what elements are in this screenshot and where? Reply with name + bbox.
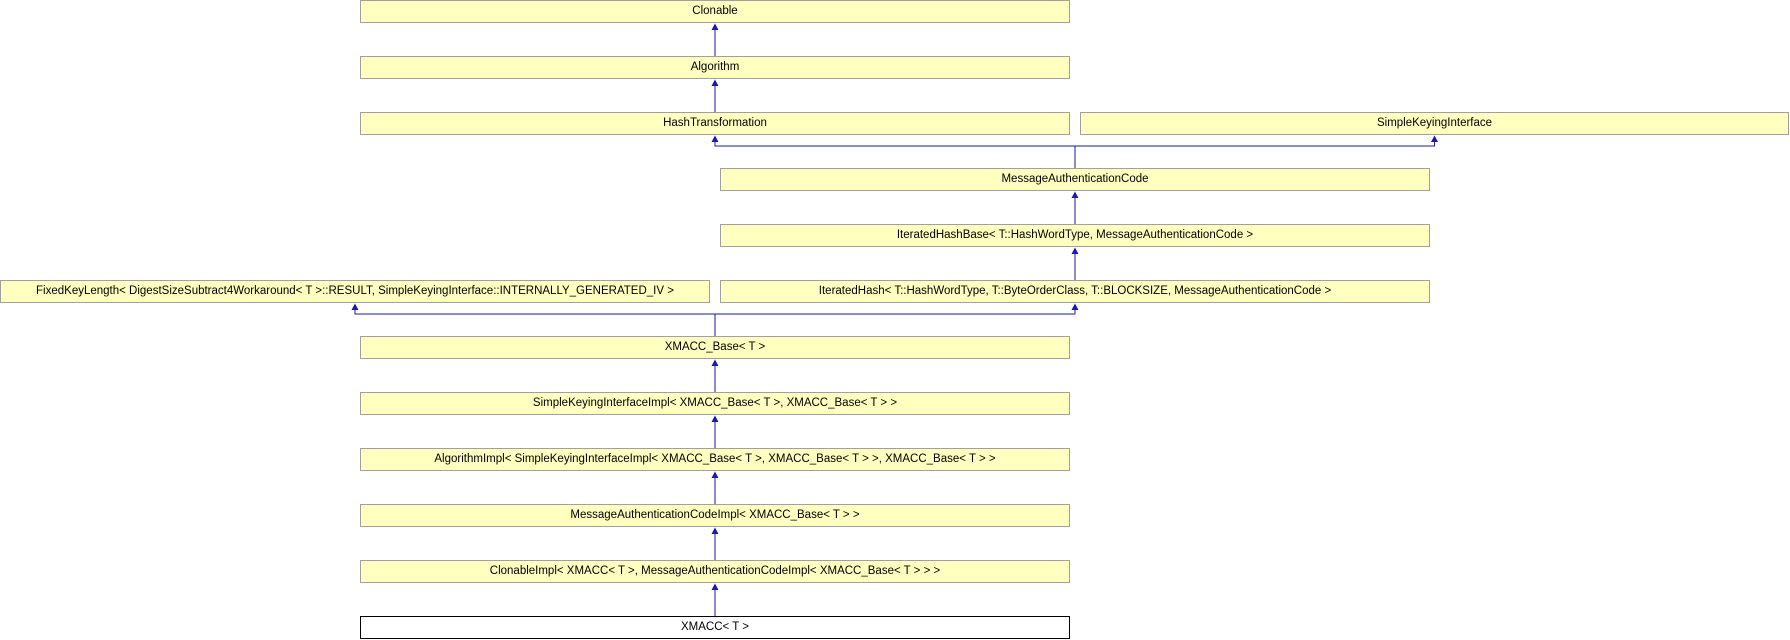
node-xmacc-current: XMACC< T > <box>360 616 1070 639</box>
arrowhead-iterated_hash <box>1071 303 1079 310</box>
arrowhead-hash_transformation <box>711 135 719 142</box>
arrowhead-iterated_hash_base <box>1071 247 1079 254</box>
node-clonable-impl[interactable]: ClonableImpl< XMACC< T >, MessageAuthent… <box>360 560 1070 583</box>
node-message-authentication-code[interactable]: MessageAuthenticationCode <box>720 168 1430 191</box>
node-clonable[interactable]: Clonable <box>360 0 1070 23</box>
arrowhead-fixed_key_length <box>351 303 359 310</box>
arrowhead-clonable <box>711 23 719 30</box>
inheritance-edge-message_authentication_code-to-simple_keying_interface <box>1074 141 1435 168</box>
inheritance-edge-xmacc_base-to-fixed_key_length <box>354 309 716 336</box>
node-algorithm-impl[interactable]: AlgorithmImpl< SimpleKeyingInterfaceImpl… <box>360 448 1070 471</box>
arrowhead-algorithm <box>711 79 719 86</box>
arrowhead-clonable_impl <box>711 583 719 590</box>
arrowhead-simple_keying_interface_impl <box>711 415 719 422</box>
node-hash-transformation[interactable]: HashTransformation <box>360 112 1070 135</box>
arrowhead-xmacc_base <box>711 359 719 366</box>
arrowhead-message_authentication_code_impl <box>711 527 719 534</box>
node-simple-keying-interface[interactable]: SimpleKeyingInterface <box>1080 112 1789 135</box>
inheritance-edge-message_authentication_code-to-hash_transformation <box>714 141 1076 168</box>
node-message-authentication-code-impl[interactable]: MessageAuthenticationCodeImpl< XMACC_Bas… <box>360 504 1070 527</box>
node-xmacc-base[interactable]: XMACC_Base< T > <box>360 336 1070 359</box>
inheritance-edge-xmacc_base-to-iterated_hash <box>714 309 1076 336</box>
node-fixed-key-length[interactable]: FixedKeyLength< DigestSizeSubtract4Worka… <box>0 280 710 303</box>
node-algorithm[interactable]: Algorithm <box>360 56 1070 79</box>
node-iterated-hash-base[interactable]: IteratedHashBase< T::HashWordType, Messa… <box>720 224 1430 247</box>
arrowhead-simple_keying_interface <box>1431 135 1438 142</box>
node-simple-keying-interface-impl[interactable]: SimpleKeyingInterfaceImpl< XMACC_Base< T… <box>360 392 1070 415</box>
arrowhead-algorithm_impl <box>711 471 719 478</box>
node-iterated-hash[interactable]: IteratedHash< T::HashWordType, T::ByteOr… <box>720 280 1430 303</box>
arrowhead-message_authentication_code <box>1071 191 1079 198</box>
